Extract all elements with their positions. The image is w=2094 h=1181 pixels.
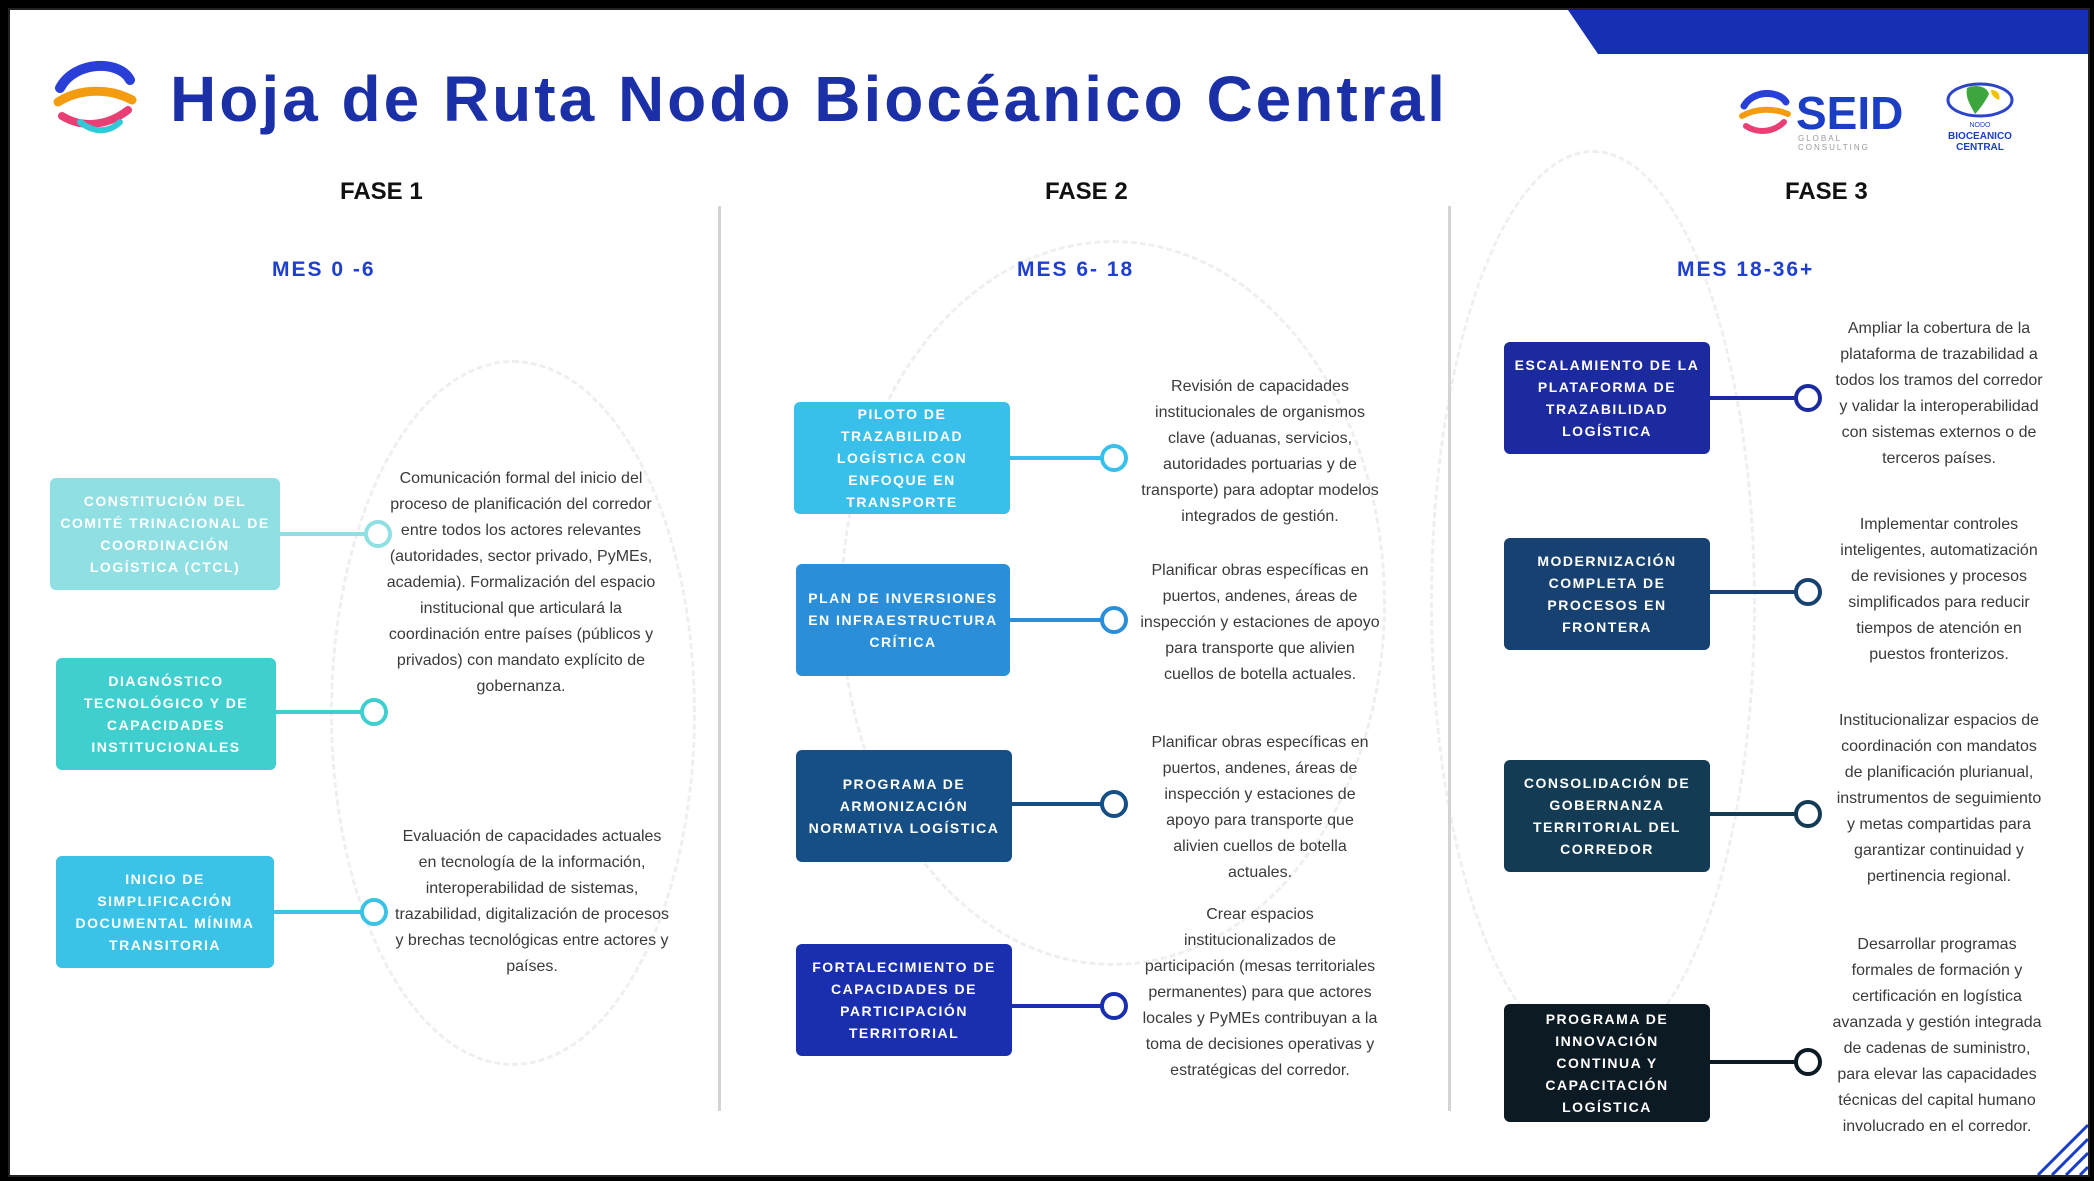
phase-1-description: Comunicación formal del inicio del proce… [386,470,656,695]
connector-line [1010,618,1112,622]
phase-2-description: Planificar obras específicas en puertos,… [1140,562,1380,683]
roadmap-canvas: Hoja de Ruta Nodo Biocéanico Central SEI… [8,8,2090,1177]
connector-line [280,532,376,536]
milestone-box: DIAGNÓSTICO TECNOLÓGICO Y DE CAPACIDADES… [56,658,276,770]
milestone-box: CONSOLIDACIÓN DE GOBERNANZA TERRITORIAL … [1504,760,1710,872]
timeline-node [1100,992,1128,1020]
nodo-bioceanico-logo: NODO BIOCEANICO CENTRAL [1940,80,2020,156]
phase-3-description: Desarrollar programas formales de formac… [1832,936,2042,1135]
column-divider [718,206,721,1111]
nodo-logo-line: BIOCEANICO [1948,131,2012,142]
seid-swirl-icon [1739,90,1791,134]
milestone-box: FORTALECIMIENTO DE CAPACIDADES DE PARTIC… [796,944,1012,1056]
timeline-node [1794,800,1822,828]
timeline-node [1794,578,1822,606]
nodo-logo-line: CENTRAL [1956,142,2004,153]
nodo-logo-text: NODO BIOCEANICO CENTRAL [1940,120,2020,153]
nodo-logo-line: NODO [1969,122,1991,129]
timeline-node [360,698,388,726]
phase-1-months: MES 0 -6 [272,258,376,281]
connector-line [1710,812,1806,816]
milestone-box: INICIO DE SIMPLIFICACIÓN DOCUMENTAL MÍNI… [56,856,274,968]
timeline-node [1794,1048,1822,1076]
phase-2-months: MES 6- 18 [1017,258,1135,281]
phase-1-title: FASE 1 [340,178,423,205]
globe-map-icon [1946,82,2014,118]
milestone-box: PILOTO DE TRAZABILIDAD LOGÍSTICA CON ENF… [794,402,1010,514]
swirl-logo-icon [53,61,137,134]
timeline-node [360,898,388,926]
phase-3-title: FASE 3 [1785,178,1868,205]
connector-line [1710,396,1806,400]
header-accent-band [1568,10,2088,54]
milestone-box: PROGRAMA DE INNOVACIÓN CONTINUA Y CAPACI… [1504,1004,1710,1122]
phase-3-description: Ampliar la cobertura de la plataforma de… [1835,320,2043,467]
connector-line [274,910,372,914]
milestone-box: PROGRAMA DE ARMONIZACIÓN NORMATIVA LOGÍS… [796,750,1012,862]
connector-line [1710,1060,1806,1064]
phase-2-title: FASE 2 [1045,178,1128,205]
timeline-node [1100,606,1128,634]
timeline-node [1100,790,1128,818]
phase-2-description: Revisión de capacidades institucionales … [1141,378,1379,525]
connector-line [1010,456,1112,460]
phase-2-description: Crear espacios institucionalizados de pa… [1142,906,1378,1079]
phase-3-months: MES 18-36+ [1677,258,1815,281]
milestone-box: ESCALAMIENTO DE LA PLATAFORMA DE TRAZABI… [1504,342,1710,454]
milestone-box: PLAN DE INVERSIONES EN INFRAESTRUCTURA C… [796,564,1010,676]
seid-logo-subtext: GLOBAL CONSULTING [1798,134,1870,152]
connector-line [1012,1004,1112,1008]
connector-line [1012,802,1112,806]
milestone-box: CONSTITUCIÓN DEL COMITÉ TRINACIONAL DE C… [50,478,280,590]
timeline-node [364,520,392,548]
milestone-box: MODERNIZACIÓN COMPLETA DE PROCESOS EN FR… [1504,538,1710,650]
connector-line [276,710,372,714]
corner-accent-icon [2036,1123,2088,1175]
phase-3-description: Implementar controles inteligentes, auto… [1840,516,2038,663]
phase-1-description: Evaluación de capacidades actuales en te… [395,828,669,975]
timeline-node [1794,384,1822,412]
phase-3-description: Institucionalizar espacios de coordinaci… [1836,712,2042,885]
connector-line [1710,590,1806,594]
column-divider [1448,206,1451,1111]
phase-2-description: Planificar obras específicas en puertos,… [1151,734,1369,881]
seid-logo: SEID GLOBAL CONSULTING [1738,84,1914,152]
seid-logo-text: SEID [1796,87,1904,139]
timeline-node [1100,444,1128,472]
page-title: Hoja de Ruta Nodo Biocéanico Central [170,63,1448,135]
